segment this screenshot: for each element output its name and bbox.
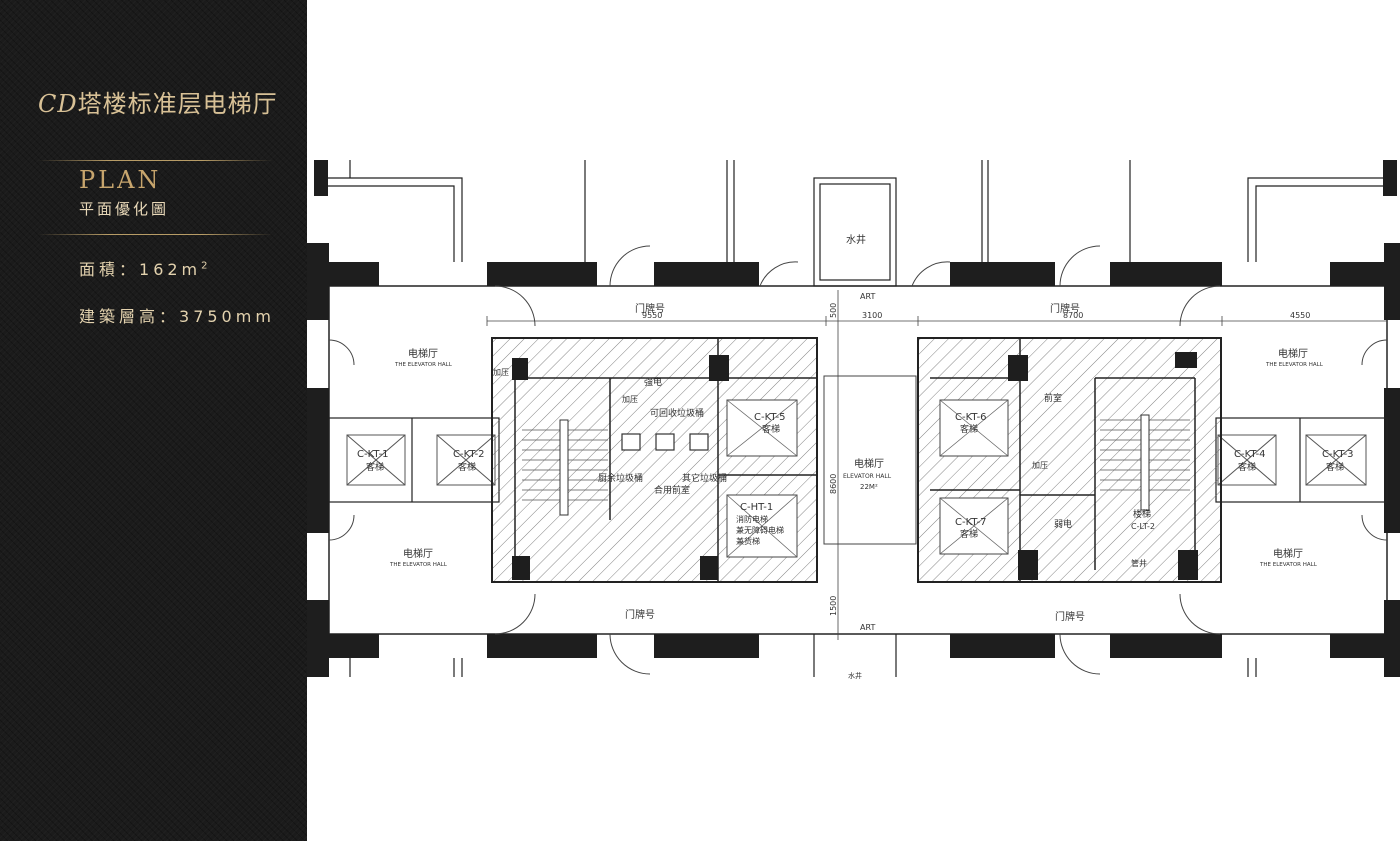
hall-label-bl: 电梯厅	[403, 547, 433, 560]
structural-walls	[307, 160, 1400, 677]
art-top-label: ART	[860, 292, 875, 301]
art-bottom-label: ART	[860, 623, 875, 632]
elevator-code-3: C-KT-3	[1322, 449, 1354, 460]
front-room-label: 前室	[1044, 392, 1062, 404]
side-elevator-cars	[346, 434, 1367, 486]
stairs-label: 楼梯	[1133, 508, 1151, 520]
recycle-bin-label: 可回收垃圾桶	[650, 407, 704, 419]
other-bin-label: 其它垃圾桶	[682, 472, 727, 484]
title-sidebar: CD塔楼标准层电梯厅 PLAN 平面優化圖 面積：162m2 建築層高：3750…	[0, 0, 307, 841]
floor-plan: 水井 ART ART 水井 门牌号 门牌号 门牌号 门牌号 9550 3100 …	[307, 0, 1400, 841]
door-number-top-left: 门牌号	[635, 302, 665, 315]
shared-room-label: 合用前室	[654, 484, 690, 496]
water-well-label: 水井	[846, 233, 866, 246]
central-elevator-hall	[823, 375, 917, 545]
dim-3100: 3100	[862, 311, 882, 320]
elevator-code-4: C-KT-4	[1234, 449, 1266, 460]
floor-plan-drawing: 水井 ART ART 水井 门牌号 门牌号 门牌号 门牌号 9550 3100 …	[307, 160, 1400, 680]
center-hall-area: 22M²	[860, 483, 878, 491]
door-number-bottom-right: 门牌号	[1055, 610, 1085, 623]
door-number-bottom-left: 门牌号	[625, 608, 655, 621]
elevator-code-6: C-KT-6	[955, 412, 987, 423]
area-spec: 面積：162m2	[79, 256, 212, 280]
dimension-lines	[486, 316, 1387, 326]
elevator-type-6: 客梯	[960, 423, 978, 435]
plan-subheading: 平面優化圖	[79, 200, 170, 218]
center-hall-label: 电梯厅	[854, 457, 884, 470]
stair-rail-right	[1140, 414, 1150, 511]
hall-en-bl: THE ELEVATOR HALL	[389, 562, 448, 568]
elevator-type-3: 客梯	[1326, 461, 1344, 473]
weak-elec-label: 弱电	[1054, 518, 1072, 530]
area-value: 162m	[139, 260, 202, 279]
elevator-type-7: 客梯	[960, 528, 978, 540]
hall-en-tr: THE ELEVATOR HALL	[1265, 362, 1324, 368]
hall-label-tl: 电梯厅	[408, 347, 438, 360]
core-columns	[512, 352, 1198, 580]
stair-rail-left	[559, 419, 569, 516]
fire-elevator-note-3: 兼货梯	[736, 536, 760, 546]
elevator-type-2: 客梯	[458, 461, 476, 473]
bins	[621, 433, 709, 451]
elevator-type-5: 客梯	[762, 423, 780, 435]
forced-elec-label: 强电	[644, 376, 662, 388]
height-label: 建築層高：	[79, 307, 180, 326]
area-label: 面積：	[79, 260, 140, 279]
height-spec: 建築層高：3750mm	[79, 303, 275, 327]
height-value: 3750mm	[179, 307, 275, 326]
pressurize-label-1: 加压	[493, 367, 509, 377]
title-prefix: CD	[38, 90, 78, 118]
elevator-type-1: 客梯	[366, 461, 384, 473]
dim-8600: 8600	[829, 474, 838, 494]
elevator-code-5: C-KT-5	[754, 412, 786, 423]
door-number-top-right: 门牌号	[1050, 302, 1080, 315]
hall-label-tr: 电梯厅	[1278, 347, 1308, 360]
divider-top	[38, 160, 273, 161]
water-well-bottom-label: 水井	[848, 671, 862, 680]
center-hall-en: ELEVATOR HALL	[843, 473, 892, 480]
dim-8700: 8700	[1063, 311, 1083, 320]
dim-4550: 4550	[1290, 311, 1310, 320]
door-swings	[328, 245, 1388, 675]
elevator-code-1: C-KT-1	[357, 449, 389, 460]
fire-elevator-note-1: 消防电梯	[736, 514, 768, 524]
divider-mid	[38, 234, 273, 235]
elevator-code-2: C-KT-2	[453, 449, 485, 460]
elevator-code-7: C-KT-7	[955, 517, 987, 528]
hall-en-br: THE ELEVATOR HALL	[1259, 562, 1318, 568]
dim-9550: 9550	[642, 311, 662, 320]
dim-1500: 1500	[829, 596, 838, 616]
pipe-label: 管井	[1131, 558, 1147, 568]
pressurize-label-3: 加压	[622, 394, 638, 404]
fire-elevator-note-2: 兼无障碍电梯	[736, 525, 784, 535]
page-title: CD塔楼标准层电梯厅	[38, 84, 278, 119]
pressurize-label-2: 加压	[1032, 460, 1048, 470]
kitchen-bin-label: 厨余垃圾桶	[598, 472, 643, 484]
upper-structure	[328, 160, 1383, 677]
title-text: 塔楼标准层电梯厅	[77, 90, 278, 118]
elevator-code-8: C-HT-1	[740, 502, 773, 513]
stairs-code: C-LT-2	[1131, 522, 1155, 531]
core-elevator-cross	[726, 399, 1009, 558]
dim-500: 500	[829, 303, 838, 318]
hall-en-tl: THE ELEVATOR HALL	[394, 362, 453, 368]
hall-label-br: 电梯厅	[1273, 547, 1303, 560]
elevator-type-4: 客梯	[1238, 461, 1256, 473]
area-unit: 2	[201, 260, 212, 272]
plan-heading: PLAN	[79, 166, 162, 194]
